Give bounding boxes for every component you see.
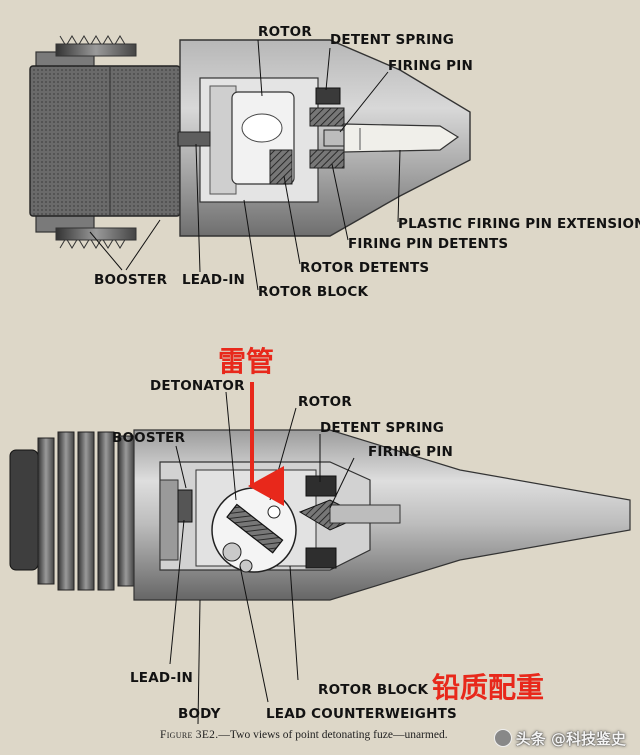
top-lead-in bbox=[177, 131, 211, 147]
top-rotor-bore bbox=[241, 113, 283, 143]
top-thread-lower bbox=[55, 227, 137, 241]
top-firing-pin-detent-lower bbox=[309, 149, 345, 169]
top-firing-pin bbox=[323, 129, 345, 147]
bottom-counterweight-1 bbox=[222, 542, 242, 562]
top-label-rotor: ROTOR bbox=[258, 24, 312, 40]
top-label-detent-spring: DETENT SPRING bbox=[330, 32, 455, 48]
bottom-detonator bbox=[226, 503, 284, 554]
top-label-rotor-block: ROTOR BLOCK bbox=[258, 284, 369, 300]
top-firing-pin-detent-upper bbox=[309, 107, 345, 127]
top-rotor-detents bbox=[269, 149, 293, 185]
bottom-label-rotor-block: ROTOR BLOCK bbox=[318, 682, 429, 698]
bottom-booster bbox=[159, 479, 179, 561]
bottom-rotor-hole bbox=[267, 505, 281, 519]
bottom-label-firing-pin: FIRING PIN bbox=[368, 444, 453, 460]
bottom-section-fuze bbox=[9, 382, 631, 725]
watermark-text: 头条 @科技鉴史 bbox=[515, 730, 626, 748]
top-thread-upper bbox=[55, 43, 137, 57]
detonator-cn-annotation: 雷管 bbox=[218, 345, 275, 378]
bottom-label-lead-in: LEAD-IN bbox=[130, 670, 194, 686]
top-leader-lines bbox=[89, 39, 401, 291]
figure-number: Figure 3E2. bbox=[160, 729, 219, 741]
bottom-threads bbox=[37, 431, 135, 591]
bottom-label-detent-spring: DETENT SPRING bbox=[320, 420, 445, 436]
bottom-firing-pin-channel bbox=[329, 504, 401, 524]
bottom-leader-lines bbox=[169, 391, 355, 725]
top-detent-spring bbox=[315, 87, 341, 105]
bottom-label-booster: BOOSTER bbox=[112, 430, 186, 446]
bottom-label-detonator: DETONATOR bbox=[150, 378, 245, 394]
counterweight-cn-annotation: 铅质配重 bbox=[432, 671, 545, 704]
top-label-booster: BOOSTER bbox=[94, 272, 168, 288]
top-label-plastic-extension: PLASTIC FIRING PIN EXTENSION bbox=[398, 216, 640, 232]
top-label-lead-in: LEAD-IN bbox=[182, 272, 246, 288]
top-label-firing-pin-detents: FIRING PIN DETENTS bbox=[348, 236, 509, 252]
figure-caption: Figure 3E2.—Two views of point detonatin… bbox=[160, 729, 448, 741]
watermark-logo-icon bbox=[493, 729, 512, 747]
bottom-base-cap bbox=[9, 449, 39, 571]
bottom-label-rotor: ROTOR bbox=[298, 394, 352, 410]
figure-caption-text: —Two views of point detonating fuze—unar… bbox=[218, 729, 448, 741]
top-booster-charge bbox=[29, 65, 181, 217]
watermark: 头条 @科技鉴史 bbox=[493, 728, 626, 749]
top-plastic-extension bbox=[343, 123, 460, 153]
bottom-lead-in bbox=[177, 489, 193, 523]
top-label-rotor-detents: ROTOR DETENTS bbox=[300, 260, 430, 276]
top-label-firing-pin: FIRING PIN bbox=[388, 58, 473, 74]
top-cutaway-fuze bbox=[29, 35, 471, 291]
bottom-detent-spring bbox=[305, 475, 337, 497]
bottom-label-body: BODY bbox=[178, 706, 221, 722]
bottom-label-lead-counterweights: LEAD COUNTERWEIGHTS bbox=[266, 706, 457, 722]
bottom-detent-spring-lower bbox=[305, 547, 337, 569]
bottom-counterweight-2 bbox=[239, 559, 253, 573]
